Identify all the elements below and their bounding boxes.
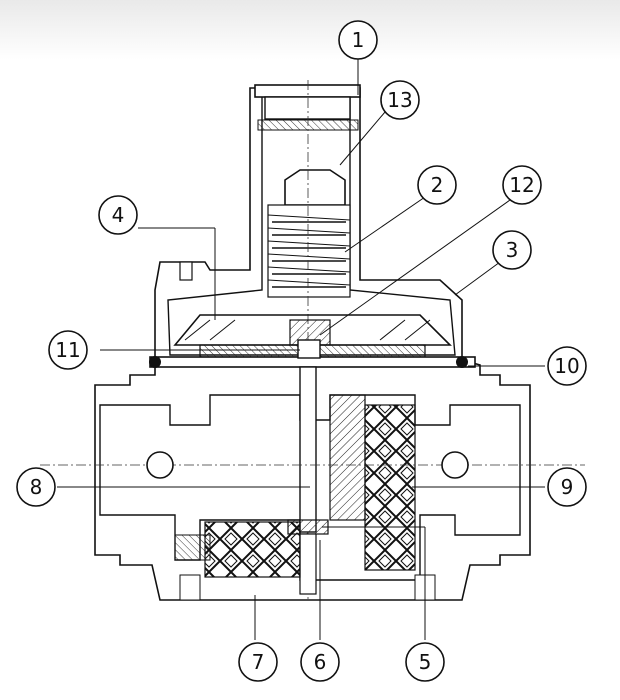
callout-5: 5 <box>405 642 445 682</box>
svg-text:8: 8 <box>30 475 43 499</box>
callout-13: 13 <box>380 80 420 120</box>
callout-8: 8 <box>16 467 56 507</box>
svg-text:2: 2 <box>431 173 444 197</box>
svg-text:7: 7 <box>252 650 265 674</box>
callout-3: 3 <box>492 230 532 270</box>
filter-mesh <box>204 404 416 578</box>
callout-4: 4 <box>98 195 138 235</box>
callout-1: 1 <box>338 20 378 60</box>
callout-6: 6 <box>300 642 340 682</box>
spring <box>267 204 351 298</box>
svg-text:12: 12 <box>509 173 534 197</box>
flow-axis <box>40 261 585 479</box>
spring-housing <box>254 80 361 600</box>
callout-7: 7 <box>238 642 278 682</box>
callout-2: 2 <box>417 165 457 205</box>
callout-11: 11 <box>48 330 88 370</box>
svg-text:11: 11 <box>55 338 80 362</box>
svg-text:4: 4 <box>112 203 125 227</box>
svg-text:9: 9 <box>561 475 574 499</box>
svg-text:5: 5 <box>419 650 432 674</box>
svg-text:6: 6 <box>314 650 327 674</box>
callout-10: 10 <box>547 346 587 386</box>
callout-12: 12 <box>502 165 542 205</box>
svg-text:13: 13 <box>387 88 412 112</box>
svg-text:3: 3 <box>506 238 519 262</box>
leader-lines <box>57 58 545 640</box>
svg-text:1: 1 <box>352 28 365 52</box>
svg-text:10: 10 <box>554 354 579 378</box>
callout-9: 9 <box>547 467 587 507</box>
